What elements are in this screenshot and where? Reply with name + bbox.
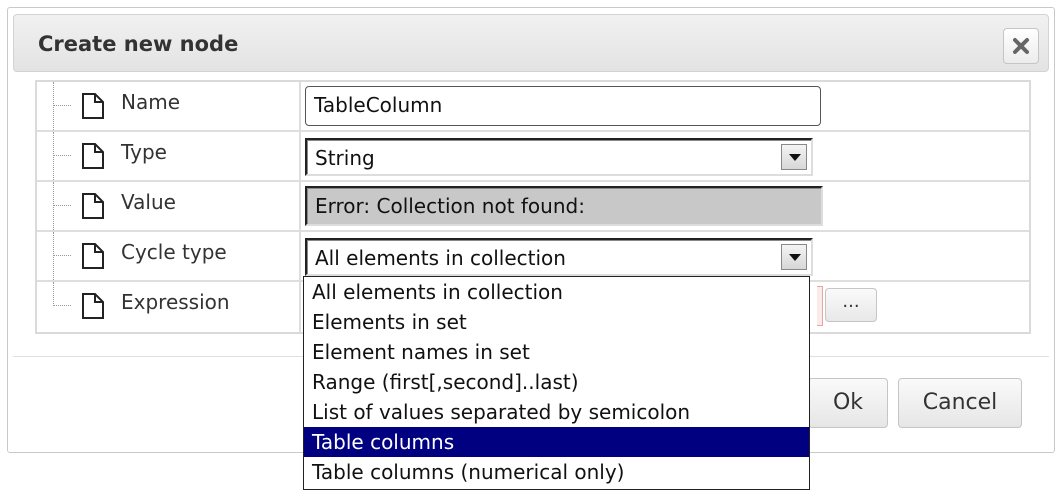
- dropdown-option-highlighted[interactable]: Table columns: [304, 427, 809, 457]
- property-label-cell: Expression: [37, 282, 301, 332]
- dropdown-option[interactable]: All elements in collection: [312, 280, 563, 304]
- name-input[interactable]: TableColumn: [305, 86, 821, 126]
- dropdown-option[interactable]: Table columns (numerical only): [312, 460, 625, 484]
- document-icon: [82, 293, 104, 319]
- cancel-button[interactable]: Cancel: [898, 378, 1022, 428]
- property-label-cell: Value: [37, 182, 301, 230]
- chevron-down-icon[interactable]: [781, 244, 807, 270]
- close-icon: [1013, 38, 1029, 54]
- property-label: Name: [121, 90, 181, 114]
- cycle-type-dropdown-list: All elements in collection Elements in s…: [303, 276, 810, 490]
- dialog-titlebar[interactable]: Create new node: [13, 14, 1049, 72]
- value-field: Error: Collection not found:: [305, 186, 823, 226]
- create-node-dialog: Create new node Name TableColumn: [7, 7, 1055, 453]
- dialog-title: Create new node: [38, 32, 239, 56]
- type-select[interactable]: String: [305, 138, 813, 176]
- document-icon: [82, 243, 104, 269]
- property-label: Value: [121, 190, 176, 214]
- type-select-value: String: [315, 146, 375, 170]
- ok-button[interactable]: Ok: [808, 378, 888, 428]
- property-label: Type: [121, 140, 167, 164]
- document-icon: [82, 93, 104, 119]
- property-row-name: Name TableColumn: [37, 82, 1029, 132]
- property-label-cell: Name: [37, 82, 301, 130]
- dropdown-option[interactable]: Elements in set: [312, 310, 467, 334]
- property-row-type: Type String: [37, 132, 1029, 182]
- dropdown-option[interactable]: Range (first[,second]..last): [312, 370, 579, 394]
- property-label: Expression: [121, 290, 230, 314]
- property-row-expression: Expression ...: [37, 282, 1029, 332]
- property-row-value: Value Error: Collection not found:: [37, 182, 1029, 232]
- expression-input[interactable]: [817, 286, 823, 326]
- document-icon: [82, 193, 104, 219]
- browse-button[interactable]: ...: [825, 288, 877, 322]
- chevron-down-icon[interactable]: [781, 144, 807, 170]
- cycle-type-select[interactable]: All elements in collection: [305, 238, 813, 276]
- property-label-cell: Type: [37, 132, 301, 180]
- close-button[interactable]: [1003, 28, 1039, 64]
- dropdown-option[interactable]: List of values separated by semicolon: [312, 400, 691, 424]
- cycle-type-select-value: All elements in collection: [315, 246, 566, 270]
- properties-table: Name TableColumn Type String: [35, 80, 1031, 334]
- property-row-cycle-type: Cycle type All elements in collection: [37, 232, 1029, 282]
- dropdown-option[interactable]: Element names in set: [312, 340, 530, 364]
- property-label: Cycle type: [121, 240, 227, 264]
- document-icon: [82, 143, 104, 169]
- property-label-cell: Cycle type: [37, 232, 301, 280]
